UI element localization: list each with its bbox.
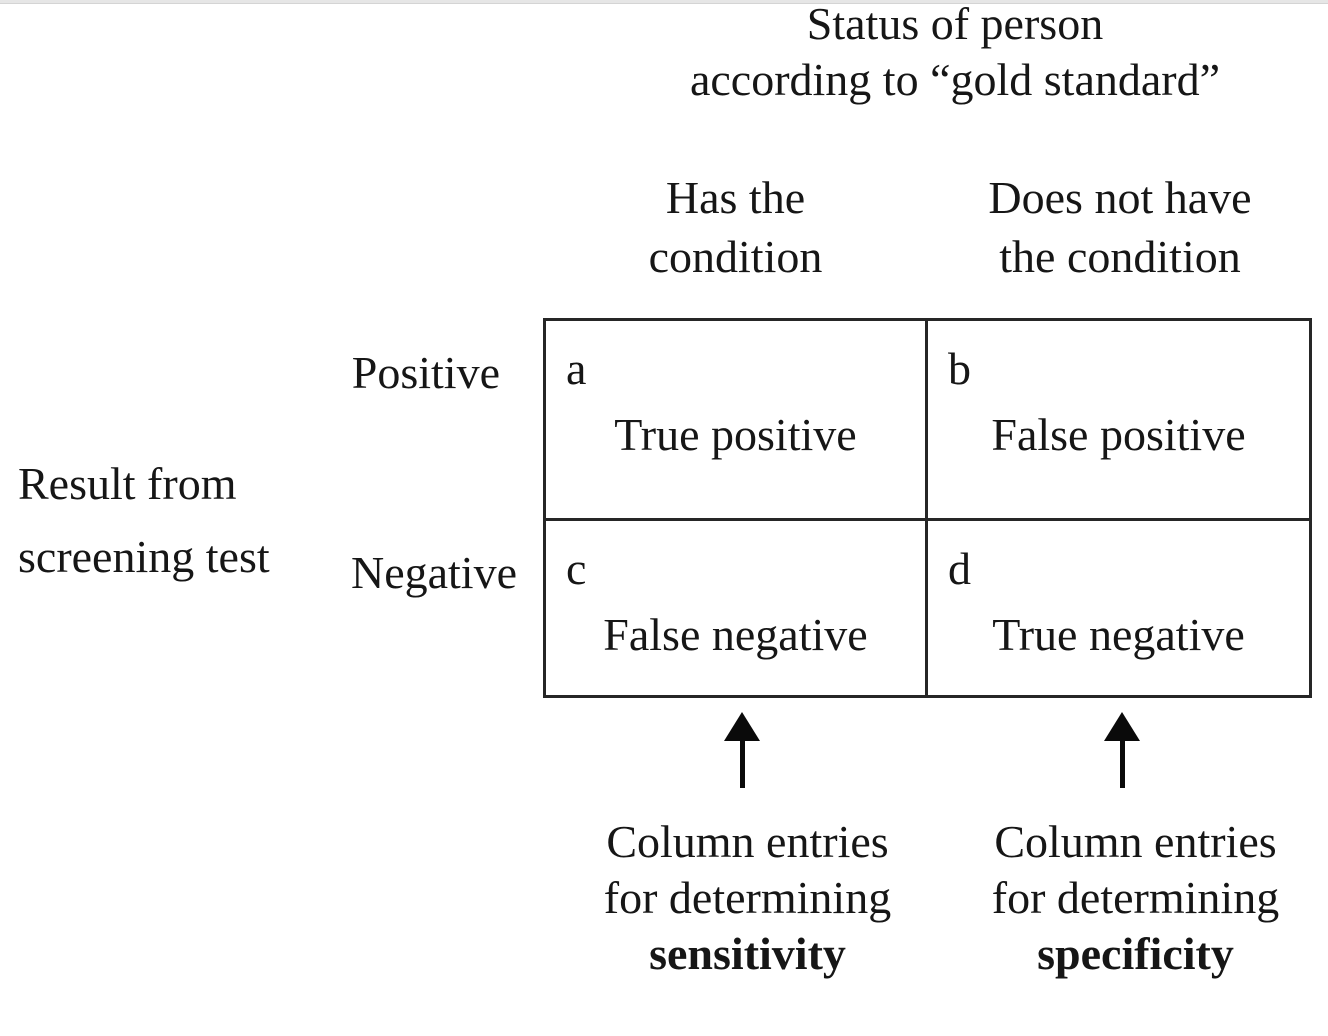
two-by-two-table: a True positive b False positive c False… bbox=[543, 318, 1312, 698]
axis-label-line-2: screening test bbox=[18, 531, 270, 582]
column-header-has-condition: Has the condition bbox=[543, 168, 928, 286]
cell-false-positive: b False positive bbox=[928, 321, 1309, 521]
column-header-line: Does not have bbox=[988, 172, 1252, 223]
up-arrow-icon bbox=[1104, 712, 1140, 790]
title-line-2: according to “gold standard” bbox=[689, 54, 1221, 105]
column-header-line: condition bbox=[648, 231, 823, 282]
sensitivity-term: sensitivity bbox=[649, 928, 846, 979]
column-header-line: the condition bbox=[999, 231, 1241, 282]
arrow-stem bbox=[1119, 740, 1125, 788]
cell-label-true-positive: True positive bbox=[614, 409, 857, 460]
arrow-head bbox=[1104, 712, 1140, 741]
cell-letter-a: a bbox=[566, 343, 587, 394]
cell-true-positive: a True positive bbox=[546, 321, 928, 521]
annotation-line-1: Column entries bbox=[606, 816, 889, 867]
column-header-line: Has the bbox=[665, 172, 806, 223]
annotation-line-2: for determining bbox=[603, 872, 892, 923]
cell-false-negative: c False negative bbox=[546, 521, 928, 695]
axis-label-line-1: Result from bbox=[18, 458, 237, 509]
annotation-line-1: Column entries bbox=[994, 816, 1277, 867]
row-label-positive: Positive bbox=[351, 347, 500, 398]
sensitivity-annotation: Column entries for determining sensitivi… bbox=[555, 814, 940, 982]
screening-test-axis-label: Result from screening test bbox=[18, 447, 270, 593]
diagram-title: Status of person according to “gold stan… bbox=[590, 0, 1320, 108]
cell-label-false-positive: False positive bbox=[991, 409, 1246, 460]
cell-label-true-negative: True negative bbox=[992, 609, 1245, 660]
column-header-no-condition: Does not have the condition bbox=[928, 168, 1312, 286]
cell-true-negative: d True negative bbox=[928, 521, 1309, 695]
top-edge-divider bbox=[0, 0, 1328, 4]
specificity-annotation: Column entries for determining specifici… bbox=[943, 814, 1328, 982]
title-line-1: Status of person bbox=[806, 0, 1104, 49]
cell-label-false-negative: False negative bbox=[603, 609, 868, 660]
arrow-head bbox=[724, 712, 760, 741]
specificity-term: specificity bbox=[1037, 928, 1234, 979]
row-label-negative: Negative bbox=[350, 547, 517, 598]
annotation-line-2: for determining bbox=[991, 872, 1280, 923]
cell-letter-d: d bbox=[948, 543, 971, 594]
up-arrow-icon bbox=[724, 712, 760, 790]
arrow-stem bbox=[739, 740, 745, 788]
cell-letter-c: c bbox=[566, 543, 587, 594]
cell-letter-b: b bbox=[948, 343, 971, 394]
